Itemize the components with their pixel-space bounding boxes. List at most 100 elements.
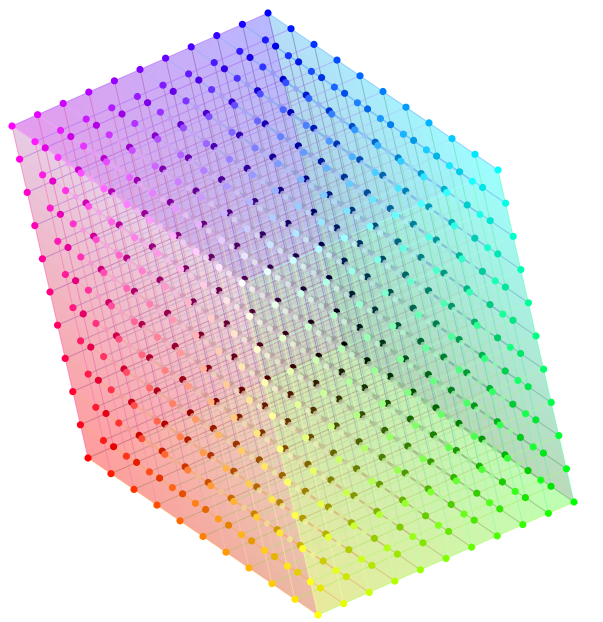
lattice-node: [100, 185, 107, 192]
lattice-node: [433, 267, 440, 274]
lattice-node: [295, 203, 302, 210]
lattice-node: [372, 452, 378, 458]
lattice-node: [477, 295, 483, 301]
lattice-node: [302, 434, 309, 441]
lattice-node: [313, 525, 319, 531]
lattice-node: [170, 88, 177, 95]
lattice-node: [415, 311, 422, 318]
lattice-node: [188, 272, 194, 278]
lattice-node: [507, 428, 513, 434]
lattice-node: [177, 433, 184, 440]
lattice-node: [323, 279, 330, 286]
lattice-node: [377, 314, 383, 320]
lattice-node: [423, 429, 429, 435]
lattice-node: [118, 110, 125, 117]
lattice-node: [223, 297, 230, 304]
lattice-node: [440, 300, 447, 307]
lattice-node: [570, 498, 577, 505]
lattice-node: [343, 573, 350, 580]
lattice-node: [126, 342, 132, 348]
lattice-node: [369, 280, 375, 286]
lattice-node: [354, 214, 360, 220]
lattice-node: [159, 82, 166, 89]
lattice-node: [443, 357, 449, 363]
lattice-node: [364, 502, 370, 508]
lattice-node: [350, 522, 357, 529]
lattice-node: [504, 455, 511, 462]
lattice-node: [238, 363, 245, 370]
lattice-node: [341, 403, 347, 409]
lattice-node: [441, 384, 447, 390]
lattice-node: [108, 302, 115, 309]
lattice-node: [154, 136, 161, 143]
lattice-node: [115, 336, 122, 343]
lattice-node: [372, 169, 379, 176]
lattice-node: [275, 359, 281, 365]
lattice-node: [269, 496, 276, 503]
lattice-node: [382, 458, 388, 464]
lattice-node: [268, 580, 275, 587]
lattice-node: [270, 70, 276, 76]
lattice-node: [226, 438, 232, 444]
lattice-node: [382, 176, 388, 182]
lattice-node: [260, 178, 266, 184]
lattice-node: [137, 181, 143, 187]
lattice-node: [107, 470, 114, 477]
lattice-node: [294, 401, 301, 408]
lattice-node: [134, 93, 141, 100]
lattice-node: [326, 336, 332, 342]
lattice-node: [517, 266, 524, 273]
lattice-node: [154, 418, 161, 425]
lattice-node: [126, 426, 132, 432]
lattice-node: [169, 400, 176, 407]
lattice-node: [430, 378, 437, 385]
lattice-node: [192, 332, 199, 339]
lattice-node: [425, 119, 432, 126]
lattice-node: [433, 153, 440, 160]
lattice-node: [368, 478, 375, 485]
lattice-node: [252, 259, 258, 265]
lattice-node: [285, 167, 291, 173]
lattice-node: [272, 187, 279, 194]
lattice-node: [264, 9, 271, 16]
lattice-node: [42, 144, 49, 151]
lattice-node: [379, 485, 385, 491]
lattice-node: [380, 203, 386, 209]
lattice-node: [354, 99, 361, 106]
lattice-node: [387, 518, 393, 524]
lattice-node: [142, 127, 148, 133]
lattice-node: [77, 253, 84, 260]
lattice-node: [371, 535, 378, 542]
lattice-node: [486, 301, 493, 308]
lattice-node: [245, 564, 252, 571]
lattice-node: [405, 191, 411, 197]
lattice-node: [331, 480, 337, 486]
lattice-node: [510, 233, 517, 240]
lattice-node: [192, 248, 199, 255]
lattice-node: [448, 135, 455, 142]
lattice-node: [100, 353, 107, 360]
lattice-node: [192, 416, 199, 423]
lattice-node: [293, 86, 299, 92]
lattice-node: [500, 395, 506, 401]
lattice-node: [478, 466, 485, 473]
lattice-node: [371, 367, 378, 374]
lattice-node: [131, 318, 138, 325]
lattice-node: [225, 522, 232, 529]
lattice-node: [216, 120, 222, 126]
lattice-node: [241, 421, 247, 427]
lattice-node: [146, 468, 153, 475]
lattice-node: [149, 190, 156, 197]
lattice-node: [481, 355, 488, 362]
lattice-node: [123, 285, 130, 292]
lattice-node: [346, 378, 353, 385]
lattice-node: [509, 317, 516, 324]
lattice-node: [496, 421, 503, 428]
lattice-node: [279, 503, 285, 509]
lattice-node: [239, 136, 245, 142]
lattice-node: [474, 322, 481, 329]
lattice-node: [417, 566, 424, 573]
lattice-node: [400, 131, 407, 138]
lattice-node: [271, 553, 278, 560]
lattice-node: [156, 475, 163, 482]
